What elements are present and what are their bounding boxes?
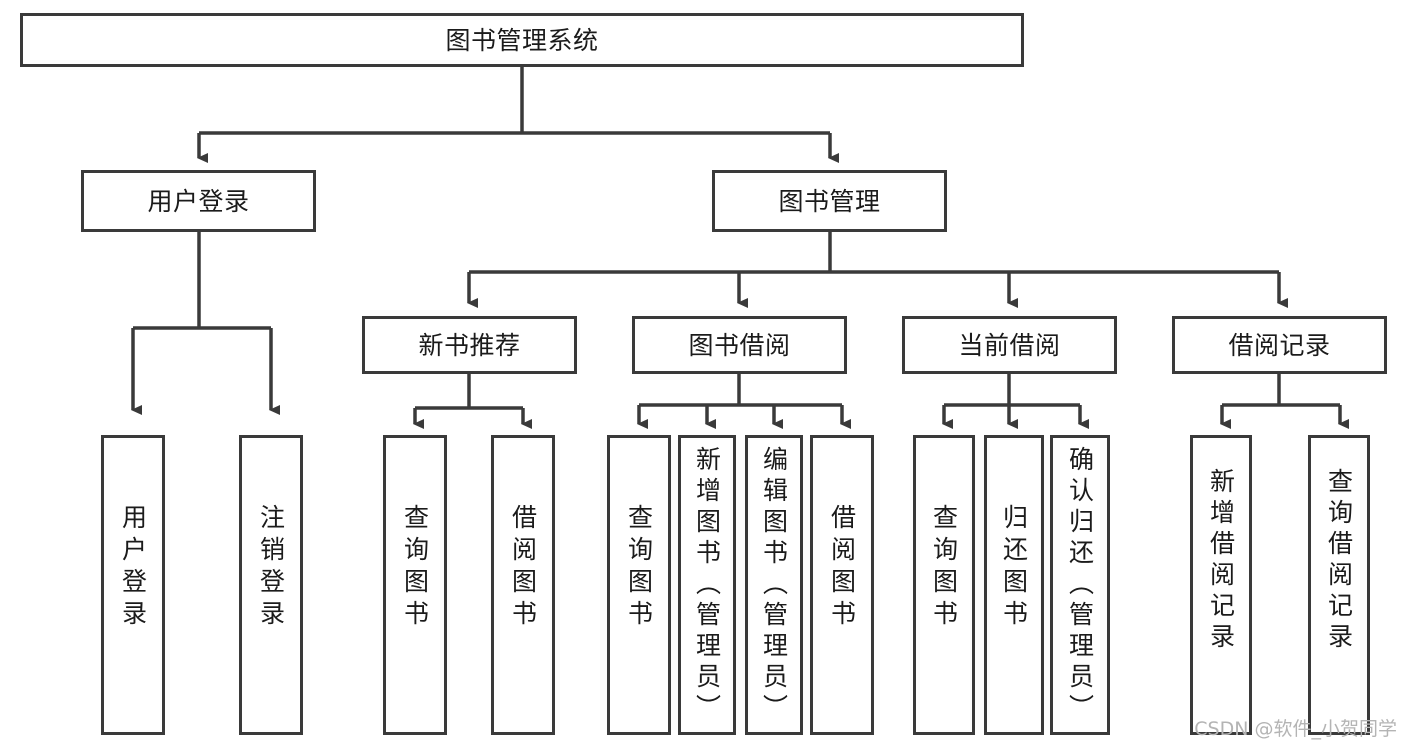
leaf-edit-book-admin[interactable]: 编辑图书（管理员） [745, 435, 803, 735]
leaf-logout-label: 注销登录 [256, 504, 286, 632]
leaf-borrow-book-label: 借阅图书 [827, 504, 857, 632]
leaf-rec-query-book[interactable]: 查询图书 [383, 435, 447, 735]
leaf-query-borrow-record-label: 查询借阅记录 [1324, 468, 1354, 654]
leaf-borrow-book[interactable]: 借阅图书 [810, 435, 874, 735]
leaf-add-borrow-record-label: 新增借阅记录 [1206, 468, 1236, 654]
node-book-manage-label: 图书管理 [778, 186, 881, 216]
leaf-add-book-admin[interactable]: 新增图书（管理员） [678, 435, 736, 735]
leaf-rec-borrow-book[interactable]: 借阅图书 [491, 435, 555, 735]
leaf-add-book-admin-label: 新增图书（管理员） [692, 446, 722, 725]
node-book-borrow-label: 图书借阅 [688, 330, 791, 360]
node-new-book-recommend[interactable]: 新书推荐 [362, 316, 577, 374]
node-borrow-record-label: 借阅记录 [1228, 330, 1331, 360]
leaf-confirm-return-admin[interactable]: 确认归还（管理员） [1050, 435, 1110, 735]
leaf-query-borrow-record[interactable]: 查询借阅记录 [1308, 435, 1370, 735]
csdn-watermark: CSDN @软件_小贺同学 [1194, 718, 1397, 740]
leaf-logout[interactable]: 注销登录 [239, 435, 303, 735]
node-current-borrow[interactable]: 当前借阅 [902, 316, 1117, 374]
leaf-add-borrow-record[interactable]: 新增借阅记录 [1190, 435, 1252, 735]
node-user-login[interactable]: 用户登录 [81, 170, 316, 232]
leaf-user-login[interactable]: 用户登录 [101, 435, 165, 735]
leaf-user-login-label: 用户登录 [118, 504, 148, 632]
node-borrow-record[interactable]: 借阅记录 [1172, 316, 1387, 374]
leaf-rec-query-book-label: 查询图书 [400, 504, 430, 632]
node-book-manage[interactable]: 图书管理 [712, 170, 947, 232]
node-root-label: 图书管理系统 [445, 25, 599, 55]
leaf-cur-query-book-label: 查询图书 [929, 504, 959, 632]
leaf-borrow-query-book-label: 查询图书 [624, 504, 654, 632]
leaf-return-book-label: 归还图书 [999, 504, 1029, 632]
leaf-rec-borrow-book-label: 借阅图书 [508, 504, 538, 632]
leaf-return-book[interactable]: 归还图书 [984, 435, 1044, 735]
node-current-borrow-label: 当前借阅 [958, 330, 1061, 360]
leaf-edit-book-admin-label: 编辑图书（管理员） [759, 446, 789, 725]
node-root[interactable]: 图书管理系统 [20, 13, 1024, 67]
node-new-book-recommend-label: 新书推荐 [418, 330, 521, 360]
node-user-login-label: 用户登录 [147, 186, 250, 216]
leaf-cur-query-book[interactable]: 查询图书 [913, 435, 975, 735]
leaf-confirm-return-admin-label: 确认归还（管理员） [1065, 446, 1095, 725]
leaf-borrow-query-book[interactable]: 查询图书 [607, 435, 671, 735]
node-book-borrow[interactable]: 图书借阅 [632, 316, 847, 374]
